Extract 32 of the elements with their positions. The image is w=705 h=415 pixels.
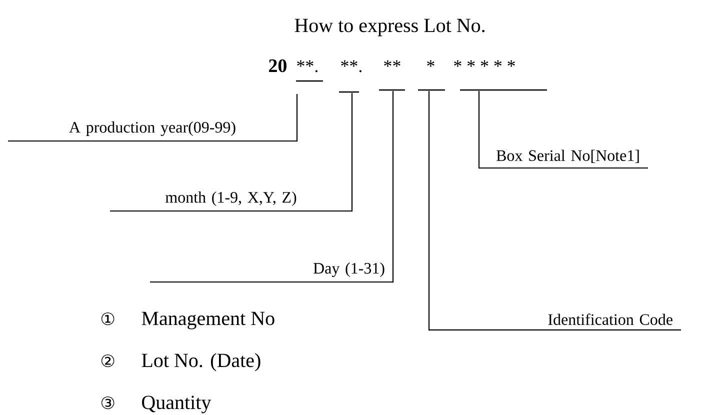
underlined-label: Box Serial No[Note1] [479,150,648,169]
underline-bar [339,91,359,93]
underlined-label: Identification Code [429,314,681,331]
lot-code: * [467,60,475,67]
title: How to express Lot No. [294,18,484,36]
underlined-label: month (1-9, X,Y, Z) [110,191,352,212]
lot-code: * [427,60,434,67]
lot-code: * [454,60,462,67]
circled-number: ③ [101,396,114,410]
lot-code: **. [297,60,318,72]
underlined-label: A production year(09-99) [8,121,297,142]
list-item: Lot No. (Date) [142,353,260,372]
underlined-label: Day (1-31) [150,262,393,283]
list-item: Management No [142,312,274,330]
leader-line [351,93,353,212]
underline-bar [296,80,323,82]
circled-number: ① [101,312,114,326]
leader-line [392,91,394,283]
lot-code: * [508,60,515,67]
underline-bar [418,89,445,91]
list-item: Quantity [142,396,212,414]
circled-number: ② [101,354,114,368]
lot-code: * [494,60,502,67]
leader-line [478,91,480,169]
lot-code: ** [384,60,400,67]
underline-bar [379,89,405,91]
leader-line [296,94,298,142]
lot-code: * [480,60,488,67]
leader-line [428,91,430,331]
lot-code: **. [341,60,362,72]
underline-bar [460,89,547,91]
lot-code: 20 [269,59,286,72]
